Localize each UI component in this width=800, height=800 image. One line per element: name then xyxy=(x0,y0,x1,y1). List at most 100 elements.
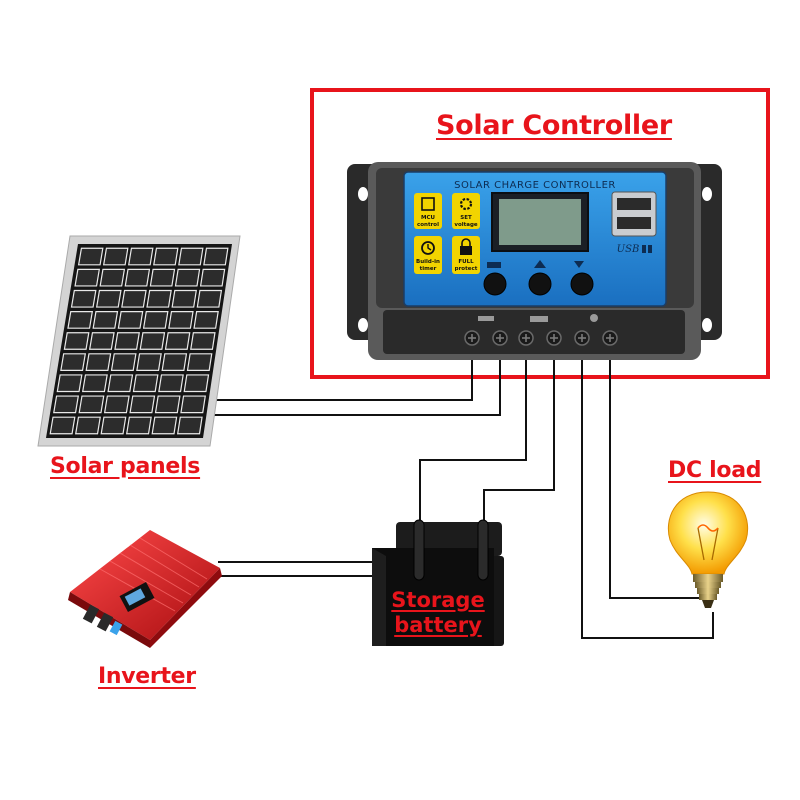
solar-cell xyxy=(114,332,140,350)
solar-cell xyxy=(78,395,105,414)
solar-cell xyxy=(70,289,97,308)
solar-cell xyxy=(149,268,176,287)
solar-panel xyxy=(37,235,241,447)
feature-mcu-control: MCU control xyxy=(414,193,442,229)
down-arrow-icon xyxy=(574,261,584,268)
svg-text:SET: SET xyxy=(460,215,472,221)
usb-ports: USB xyxy=(611,191,657,255)
solar-cell xyxy=(92,311,119,329)
terminal-icons xyxy=(478,314,598,322)
battery-terminal-icon xyxy=(530,316,548,322)
solar-cell xyxy=(186,353,213,371)
up-arrow-icon xyxy=(534,260,546,268)
solar-cell xyxy=(88,332,115,350)
solar-cell xyxy=(77,247,104,266)
solar-cell xyxy=(151,416,178,435)
svg-text:timer: timer xyxy=(420,266,437,272)
solar-cell xyxy=(60,353,87,371)
solar-cell xyxy=(178,247,204,266)
load-icon xyxy=(487,262,501,268)
solar-cell xyxy=(196,289,223,308)
solar-panels-label: Solar panels xyxy=(50,454,201,479)
solar-cell xyxy=(49,416,76,435)
solar-cell xyxy=(67,311,94,329)
solar-cell xyxy=(171,289,197,308)
solar-cell xyxy=(183,374,210,393)
solar-cell xyxy=(199,268,226,287)
wire-panel-negative xyxy=(210,348,501,416)
storage-battery-label-line2: battery xyxy=(394,613,482,637)
solar-cell xyxy=(102,247,129,266)
solar-cell xyxy=(168,311,194,329)
solar-controller-label: Solar Controller xyxy=(436,110,672,141)
bulb-terminal-icon xyxy=(590,314,598,322)
wire-battery-positive xyxy=(419,348,527,540)
up-button[interactable] xyxy=(528,272,552,296)
solar-cell xyxy=(203,247,229,266)
light-bulb-icon xyxy=(667,491,749,608)
clock-icon xyxy=(421,241,435,255)
solar-cell xyxy=(121,289,147,308)
solar-cell xyxy=(158,374,184,393)
solar-cell xyxy=(190,332,216,350)
solar-cell xyxy=(75,416,101,435)
svg-text:MCU: MCU xyxy=(421,215,435,221)
solar-cell xyxy=(107,374,134,393)
solar-cell xyxy=(124,268,151,287)
dc-load-label: DC load xyxy=(668,458,762,483)
wiring xyxy=(210,348,714,639)
svg-text:protect: protect xyxy=(455,266,478,272)
solar-cell xyxy=(56,374,83,393)
solar-cell xyxy=(164,332,191,350)
solar-cell xyxy=(180,395,206,414)
solar-cell xyxy=(132,374,159,393)
inverter xyxy=(68,530,222,648)
solar-cell xyxy=(99,268,126,287)
solar-cell xyxy=(153,247,179,266)
svg-text:Build-in: Build-in xyxy=(416,259,440,265)
gear-icon xyxy=(459,197,473,211)
storage-battery-label: Storage battery xyxy=(376,588,500,638)
wire-load-positive xyxy=(581,348,714,639)
solar-cell xyxy=(128,247,154,266)
solar-cell xyxy=(81,374,108,393)
solar-cell xyxy=(161,353,188,371)
solar-cell xyxy=(74,268,101,287)
solar-cell xyxy=(63,332,90,350)
feature-full-protect: FULL protect xyxy=(452,236,480,274)
svg-text:control: control xyxy=(417,222,439,228)
solar-cell xyxy=(117,311,144,329)
down-button[interactable] xyxy=(570,272,594,296)
inverter-label: Inverter xyxy=(98,664,196,689)
wire-battery-negative xyxy=(483,348,555,540)
solar-cell xyxy=(139,332,166,350)
usb-label: USB xyxy=(617,244,640,255)
feature-set-voltage: SET voltage xyxy=(452,193,480,229)
storage-battery xyxy=(372,519,504,646)
solar-cell xyxy=(110,353,137,371)
solar-cell xyxy=(142,311,169,329)
solar-cell xyxy=(154,395,181,414)
storage-battery-label-line1: Storage xyxy=(391,588,485,612)
controller-highlight-frame xyxy=(310,88,770,379)
panel-terminal-icon xyxy=(478,316,494,321)
controller-title: SOLAR CHARGE CONTROLLER xyxy=(454,180,616,191)
lock-icon xyxy=(460,246,472,255)
solar-cell xyxy=(146,289,172,308)
solar-cell xyxy=(53,395,80,414)
wire-panel-positive xyxy=(210,348,473,401)
solar-cell xyxy=(103,395,130,414)
solar-charge-controller: SOLAR CHARGE CONTROLLER MCU control SET … xyxy=(347,162,722,360)
solar-cell xyxy=(129,395,156,414)
solar-cell xyxy=(100,416,127,435)
solar-cell xyxy=(85,353,112,371)
solar-cell xyxy=(125,416,152,435)
svg-text:voltage: voltage xyxy=(454,222,478,228)
solar-cell xyxy=(193,311,219,329)
wire-load-negative xyxy=(609,348,700,599)
solar-cell xyxy=(176,416,203,435)
feature-build-in-timer: Build-in timer xyxy=(414,236,442,274)
solar-cell xyxy=(95,289,122,308)
load-button[interactable] xyxy=(483,272,507,296)
